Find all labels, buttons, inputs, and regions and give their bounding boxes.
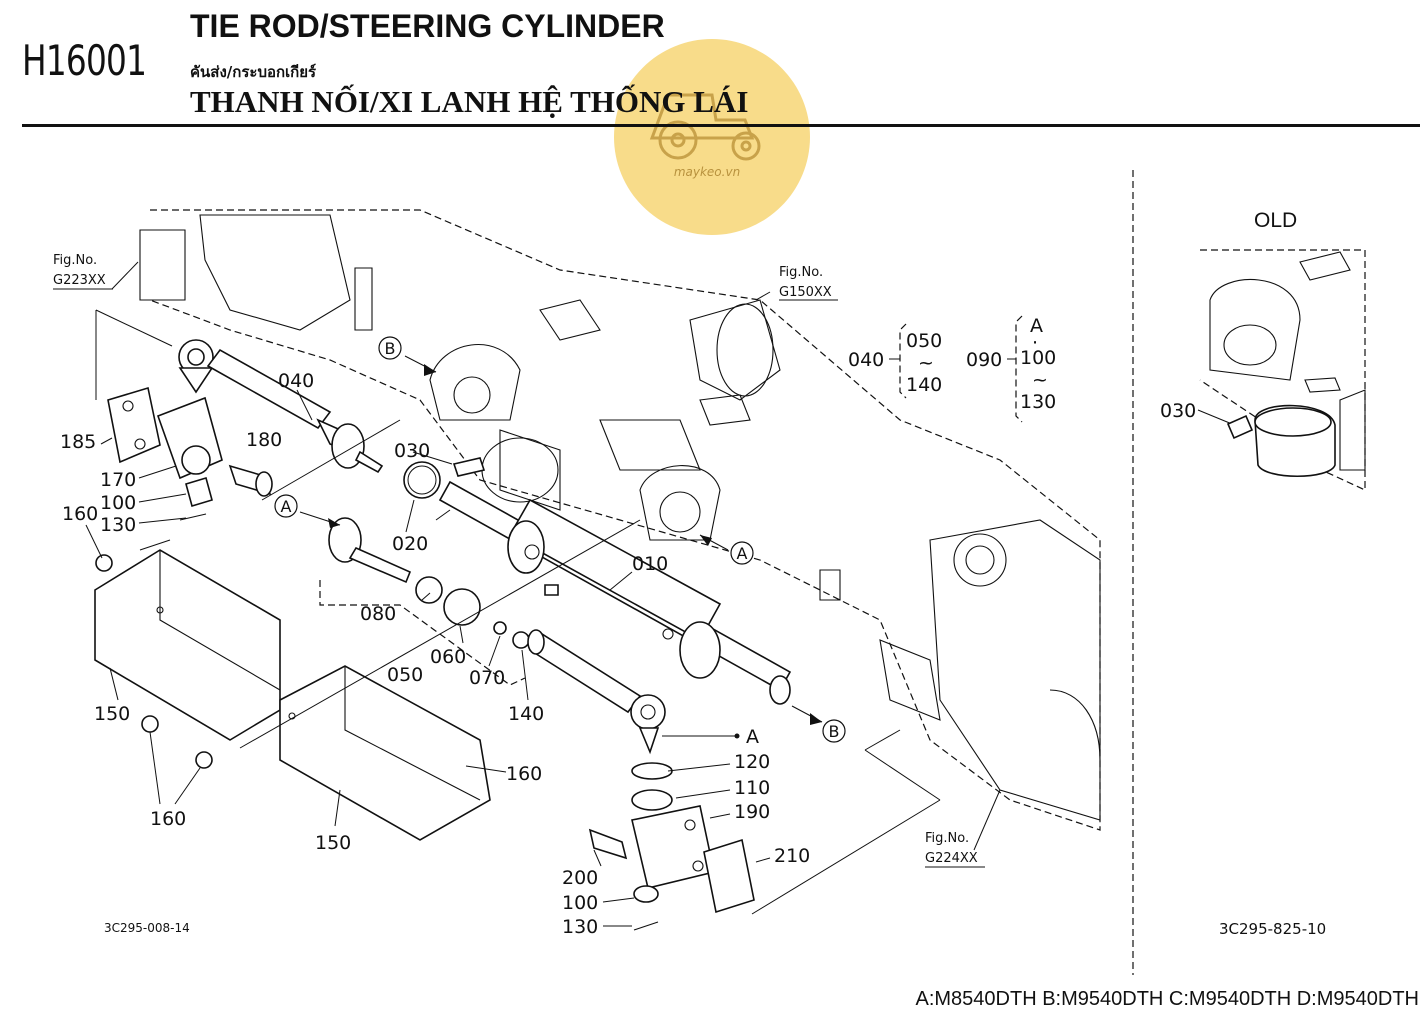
svg-text:B: B	[829, 722, 840, 741]
group-090-legend: 090 A · 100 ~ 130	[966, 315, 1056, 413]
direction-arrows	[299, 355, 823, 725]
brace-040	[899, 323, 907, 399]
callout-b-right: B	[822, 719, 846, 743]
label-150: 150	[94, 703, 130, 725]
cover-plate-right	[279, 665, 491, 841]
svg-text:G224XX: G224XX	[925, 851, 978, 866]
label-170: 170	[100, 469, 136, 491]
brace-090	[1015, 315, 1023, 423]
svg-text:~: ~	[918, 352, 934, 374]
svg-text:A: A	[1030, 315, 1043, 337]
title-thai: คันส่ง/กระบอกเกียร์	[190, 63, 317, 81]
label-050: 050	[387, 664, 423, 686]
bolt-160	[95, 554, 113, 572]
svg-text:G223XX: G223XX	[53, 273, 106, 288]
tie-rod-bracket	[107, 386, 273, 521]
group-bracket-050	[319, 580, 526, 686]
svg-text:Fig.No.: Fig.No.	[779, 265, 823, 280]
svg-text:·: ·	[1032, 332, 1038, 354]
svg-text:B: B	[385, 339, 396, 358]
fig-ref-g150: Fig.No. G150XX	[779, 265, 838, 301]
label-060: 060	[430, 646, 466, 668]
svg-text:~: ~	[1032, 369, 1048, 391]
label-200: 200	[562, 867, 598, 889]
callout-a-center: A	[730, 541, 754, 565]
label-070: 070	[469, 667, 505, 689]
svg-text:A: A	[746, 726, 759, 748]
axle-housing	[139, 209, 1101, 831]
left-tie-rod	[178, 339, 384, 474]
drawing-number: 3C295-008-14	[104, 921, 190, 935]
watermark-text: maykeo.vn	[674, 165, 740, 179]
title-english: TIE ROD/STEERING CYLINDER	[190, 8, 665, 44]
label-140: 140	[508, 703, 544, 725]
group-040-legend: 040 050 ~ 140	[848, 330, 942, 396]
label-160-bottom: 160	[150, 808, 186, 830]
label-210: 210	[774, 845, 810, 867]
label-150-right: 150	[315, 832, 351, 854]
marker-a-right: A	[734, 726, 759, 748]
bolt-030	[452, 457, 486, 477]
model-applicability-footer: A:M8540DTH B:M9540DTH C:M9540DTH D:M9540…	[915, 988, 1420, 1010]
part-number-labels: 040 185 180 170 100 130 160 030 020 010 …	[60, 370, 1196, 938]
label-030: 030	[394, 440, 430, 462]
svg-text:090: 090	[966, 349, 1002, 371]
svg-text:100: 100	[1020, 347, 1056, 369]
label-180: 180	[246, 429, 282, 451]
old-section-drawing	[1199, 249, 1366, 491]
label-old-030: 030	[1160, 400, 1196, 422]
callout-b-top: B	[378, 336, 402, 360]
page-code: H16001	[22, 36, 147, 85]
header-rule	[22, 124, 1420, 127]
old-drawing-number: 3C295-825-10	[1219, 920, 1326, 938]
label-130-right: 130	[562, 916, 598, 938]
svg-text:Fig.No.: Fig.No.	[53, 253, 97, 268]
svg-text:140: 140	[906, 374, 942, 396]
right-tie-rod	[527, 629, 673, 811]
label-100: 100	[100, 492, 136, 514]
fig-ref-g223: Fig.No. G223XX	[53, 253, 113, 290]
label-160: 160	[62, 503, 98, 525]
label-185: 185	[60, 431, 96, 453]
svg-text:A: A	[281, 497, 292, 516]
label-160-right: 160	[506, 763, 542, 785]
label-130: 130	[100, 514, 136, 536]
fig-ref-g224: Fig.No. G224XX	[925, 831, 985, 868]
left-tie-rod-end	[328, 517, 530, 649]
label-120: 120	[734, 751, 770, 773]
leader-lines	[85, 261, 1233, 927]
svg-text:Fig.No.: Fig.No.	[925, 831, 969, 846]
label-010: 010	[632, 553, 668, 575]
svg-text:G150XX: G150XX	[779, 285, 832, 300]
label-100-right: 100	[562, 892, 598, 914]
svg-text:130: 130	[1020, 391, 1056, 413]
label-080: 080	[360, 603, 396, 625]
label-190: 190	[734, 801, 770, 823]
svg-text:040: 040	[848, 349, 884, 371]
title-vietnamese: THANH NỐI/XI LANH HỆ THỐNG LÁI	[190, 84, 749, 119]
old-section-title: OLD	[1254, 209, 1297, 232]
label-040: 040	[278, 370, 314, 392]
callout-a-left: A	[274, 494, 298, 518]
tractor-icon	[649, 93, 761, 161]
label-020: 020	[392, 533, 428, 555]
label-110: 110	[734, 777, 770, 799]
svg-text:A: A	[737, 544, 748, 563]
right-bracket	[588, 805, 755, 931]
svg-text:050: 050	[906, 330, 942, 352]
